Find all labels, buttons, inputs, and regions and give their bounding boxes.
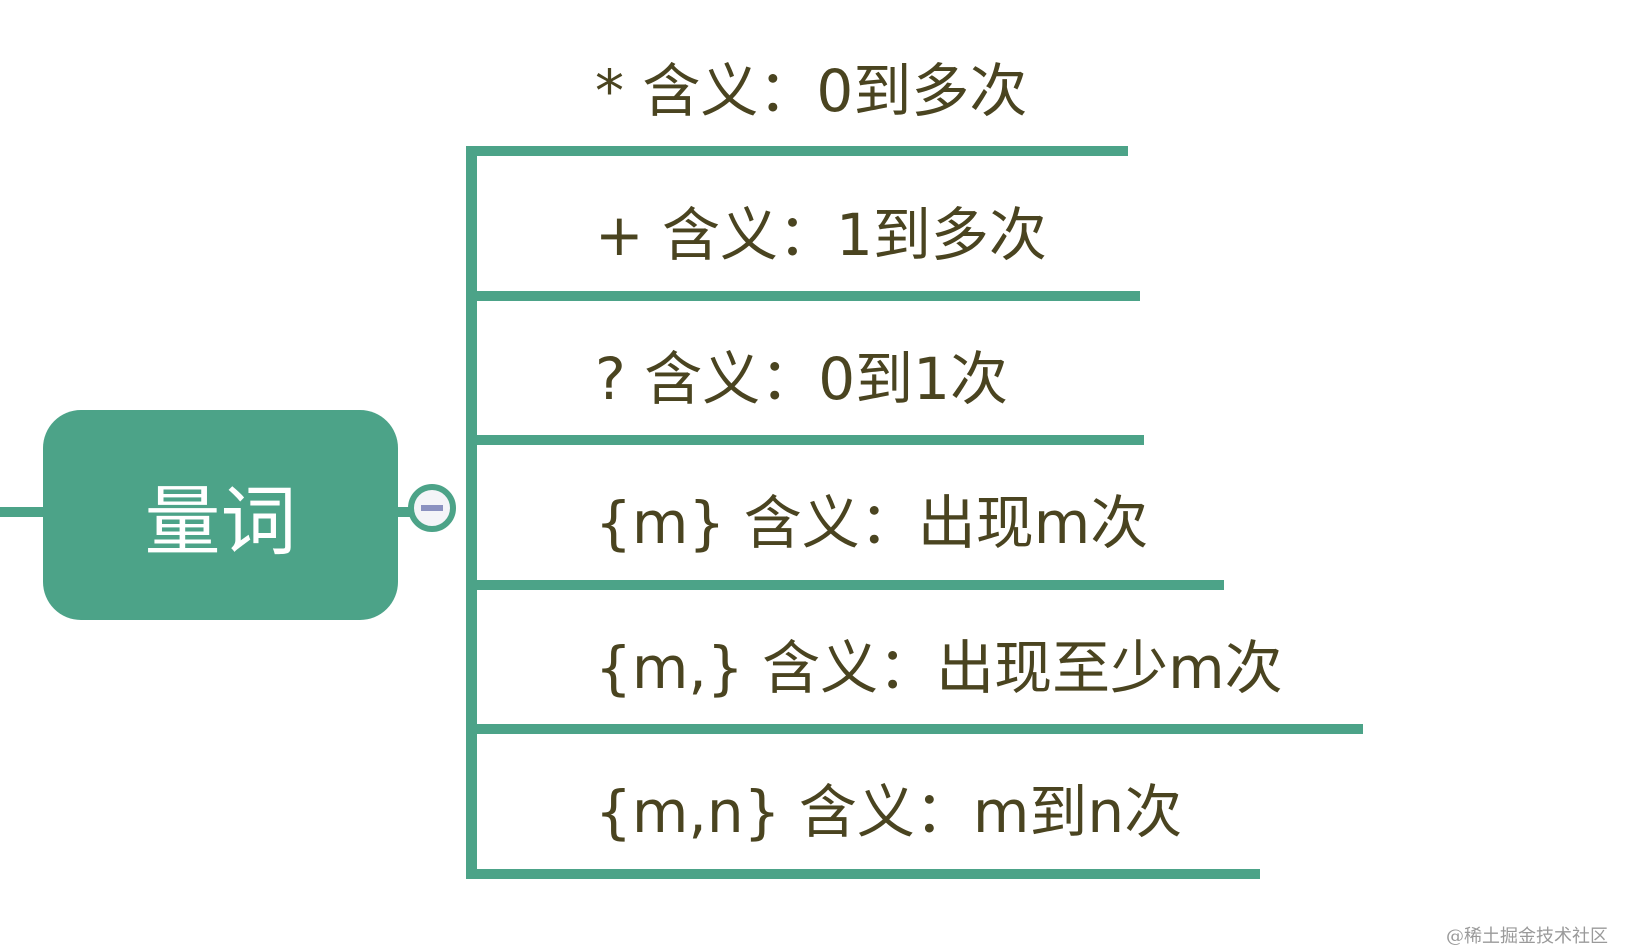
collapse-toggle-button[interactable] xyxy=(408,484,456,532)
root-connector xyxy=(398,507,412,517)
branch-label[interactable]: {m,n} 含义：m到n次 xyxy=(595,778,1183,846)
branch-underline xyxy=(466,580,1224,590)
branch-underline xyxy=(466,435,1144,445)
minus-icon xyxy=(421,505,443,511)
branch-label[interactable]: {m} 含义：出现m次 xyxy=(595,489,1149,557)
branch-spine xyxy=(466,146,477,879)
branch-label[interactable]: * 含义：0到多次 xyxy=(595,57,1028,125)
branch-underline xyxy=(466,291,1140,301)
branch-label[interactable]: + 含义：1到多次 xyxy=(595,201,1047,269)
watermark: @稀土掘金技术社区 xyxy=(1446,926,1608,947)
root-node-label: 量词 xyxy=(144,477,297,566)
root-node[interactable]: 量词 xyxy=(43,410,398,620)
branch-underline xyxy=(466,724,1363,734)
branch-underline xyxy=(466,869,1260,879)
branch-label[interactable]: {m,} 含义：出现至少m次 xyxy=(595,634,1283,702)
incoming-connector xyxy=(0,507,45,517)
branch-underline xyxy=(466,146,1128,156)
branch-label[interactable]: ? 含义：0到1次 xyxy=(595,345,1009,413)
